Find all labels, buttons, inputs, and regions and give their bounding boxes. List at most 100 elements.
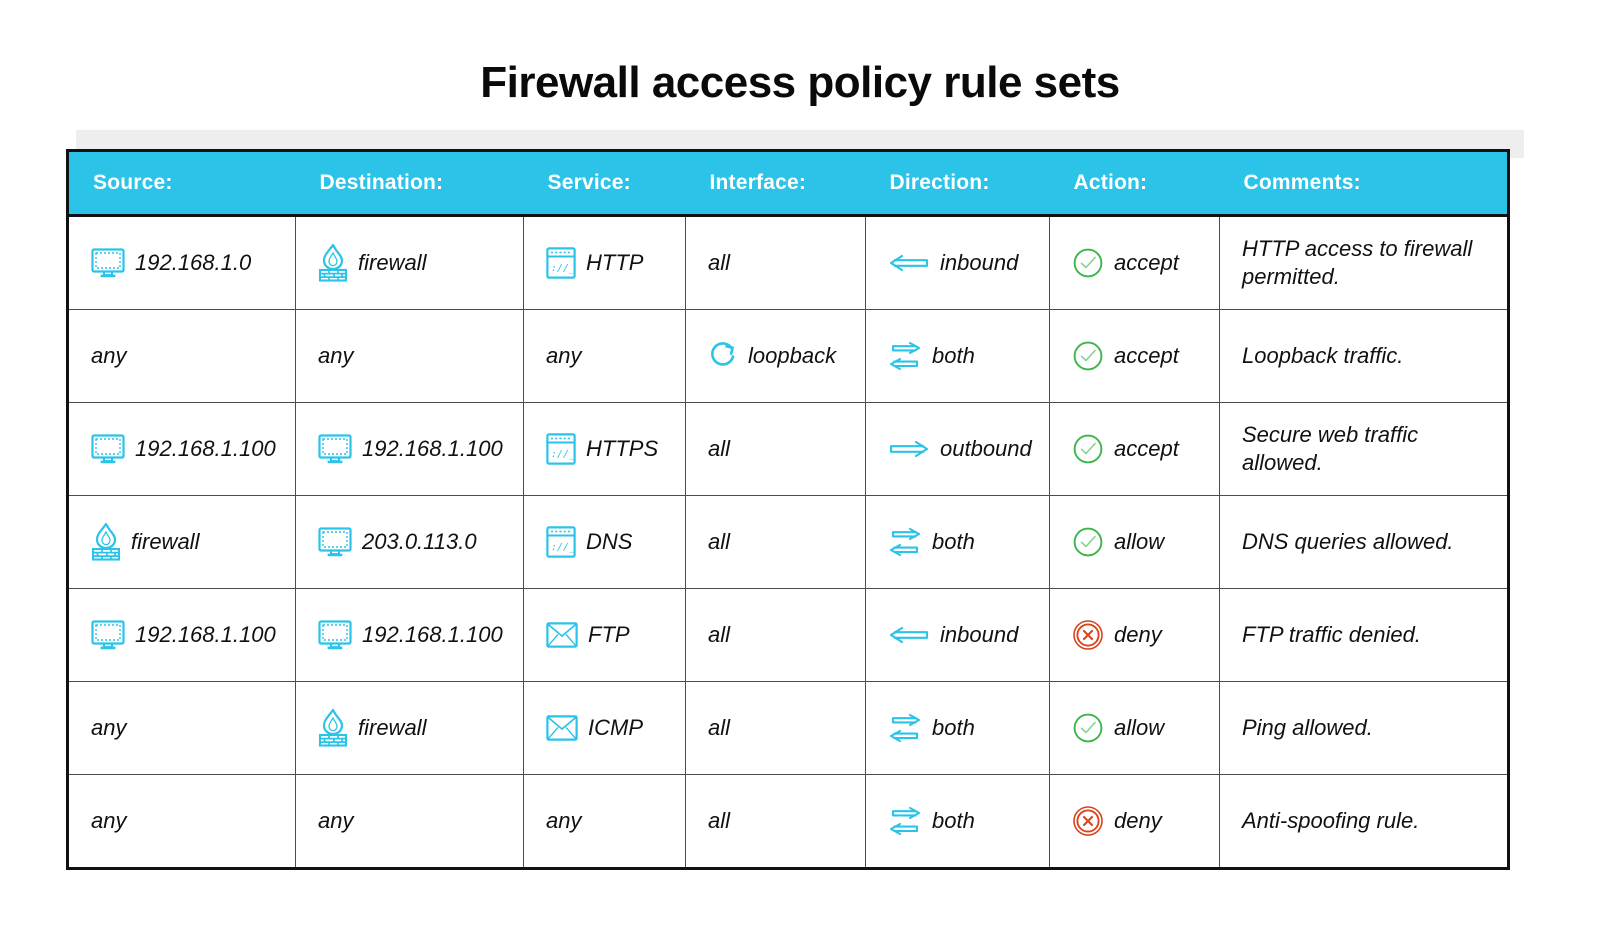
- cell-text-source: 192.168.1.100: [135, 436, 276, 462]
- arrow-right-icon: [888, 439, 930, 459]
- cell-text-comments: Ping allowed.: [1242, 715, 1373, 741]
- cell-content: 203.0.113.0: [318, 527, 509, 557]
- arrow-left-icon: [888, 253, 930, 273]
- cell-text-destination: 192.168.1.100: [362, 436, 503, 462]
- cell-content: Ping allowed.: [1242, 714, 1493, 743]
- cell-text-destination: any: [318, 343, 354, 369]
- cell-text-destination: any: [318, 808, 354, 834]
- cell-text-action: deny: [1114, 622, 1162, 648]
- cell-text-service: FTP: [588, 622, 630, 648]
- cell-text-direction: both: [932, 343, 975, 369]
- cell-text-source: any: [91, 343, 127, 369]
- cell-text-interface: all: [708, 808, 731, 834]
- cell-text-direction: both: [932, 715, 975, 741]
- cell-interface: all: [685, 774, 866, 869]
- browser-window-icon: ://_: [546, 247, 576, 280]
- cell-destination: 192.168.1.100: [295, 402, 524, 497]
- cell-content: any: [91, 342, 281, 370]
- cell-text-action: allow: [1114, 715, 1165, 741]
- cell-source: 192.168.1.100: [67, 402, 296, 497]
- cell-service: ://_HTTP: [523, 215, 686, 311]
- cell-text-direction: both: [932, 808, 975, 834]
- cell-text-direction: both: [932, 529, 975, 555]
- firewall-icon: [91, 523, 121, 562]
- cell-content: outbound: [888, 435, 1035, 463]
- cell-action: accept: [1049, 215, 1220, 311]
- cell-direction: both: [865, 681, 1050, 776]
- cell-comments: HTTP access to firewall permitted.: [1219, 215, 1509, 311]
- cell-content: firewall: [318, 244, 509, 283]
- svg-text:://_: ://_: [551, 449, 576, 460]
- cell-content: 192.168.1.100: [91, 620, 281, 650]
- cell-content: inbound: [888, 621, 1035, 649]
- cell-source: any: [67, 309, 296, 404]
- svg-text:://_: ://_: [551, 542, 576, 553]
- cell-text-action: accept: [1114, 436, 1179, 462]
- cell-interface: all: [685, 215, 866, 311]
- deny-circle-icon: [1072, 805, 1104, 837]
- cell-content: any: [91, 807, 281, 835]
- column-header-source[interactable]: Source:: [67, 150, 296, 218]
- cell-text-comments: Anti-spoofing rule.: [1242, 808, 1420, 834]
- cell-content: all: [708, 528, 851, 556]
- cell-service: ://_ DNS: [523, 495, 686, 590]
- check-circle-icon: [1072, 247, 1104, 279]
- cell-text-service: HTTPS: [586, 436, 659, 462]
- cell-action: allow: [1049, 681, 1220, 776]
- cell-content: any: [318, 342, 509, 370]
- cell-content: HTTP access to firewall permitted.: [1242, 235, 1493, 292]
- cell-content: any: [546, 807, 671, 835]
- column-header-direction[interactable]: Direction:: [865, 150, 1050, 218]
- cell-destination: firewall: [295, 681, 524, 776]
- cell-content: Secure web traffic allowed.: [1242, 421, 1493, 478]
- table-row: firewall 203.0.113.0 ://_ DNS all both allow DN…: [67, 495, 1509, 590]
- cell-text-service: DNS: [586, 529, 633, 555]
- monitor-icon: [91, 434, 125, 464]
- arrows-both-icon: [888, 527, 922, 557]
- cell-text-action: accept: [1114, 250, 1179, 276]
- browser-window-icon: ://_: [546, 433, 576, 466]
- cell-text-source: 192.168.1.100: [135, 622, 276, 648]
- cell-service: ICMP: [523, 681, 686, 776]
- table-row: 192.168.1.100 192.168.1.100 FTP all inbound d…: [67, 588, 1509, 683]
- cell-source: any: [67, 774, 296, 869]
- cell-content: 192.168.1.100: [91, 434, 281, 464]
- column-header-destination[interactable]: Destination:: [295, 150, 524, 218]
- cell-service: any: [523, 309, 686, 404]
- monitor-icon: [318, 434, 352, 464]
- column-header-comments[interactable]: Comments:: [1219, 150, 1509, 218]
- column-header-action[interactable]: Action:: [1049, 150, 1220, 218]
- cell-interface: all: [685, 495, 866, 590]
- cell-source: 192.168.1.0: [67, 215, 296, 311]
- cell-content: Loopback traffic.: [1242, 342, 1493, 371]
- cell-text-service: any: [546, 808, 582, 834]
- cell-text-source: any: [91, 715, 127, 741]
- cell-text-action: allow: [1114, 529, 1165, 555]
- cell-comments: DNS queries allowed.: [1219, 495, 1509, 590]
- column-header-interface[interactable]: Interface:: [685, 150, 866, 218]
- cell-source: any: [67, 681, 296, 776]
- cell-content: firewall: [91, 523, 281, 562]
- cell-content: 192.168.1.100: [318, 620, 509, 650]
- cell-action: allow: [1049, 495, 1220, 590]
- cell-content: firewall: [318, 709, 509, 748]
- cell-content: 192.168.1.100: [318, 434, 509, 464]
- cell-service: FTP: [523, 588, 686, 683]
- cell-text-service: ICMP: [588, 715, 643, 741]
- cell-content: any: [318, 807, 509, 835]
- column-header-service[interactable]: Service:: [523, 150, 686, 218]
- cell-text-interface: all: [708, 622, 731, 648]
- monitor-icon: [318, 527, 352, 557]
- cell-comments: FTP traffic denied.: [1219, 588, 1509, 683]
- rules-table-container: Source:Destination:Service:Interface:Dir…: [66, 149, 1510, 871]
- firewall-icon: [318, 244, 348, 283]
- check-circle-icon: [1072, 526, 1104, 558]
- cell-text-destination: firewall: [358, 250, 427, 276]
- cell-comments: Anti-spoofing rule.: [1219, 774, 1509, 869]
- page-title: Firewall access policy rule sets: [480, 58, 1120, 108]
- cell-direction: inbound: [865, 588, 1050, 683]
